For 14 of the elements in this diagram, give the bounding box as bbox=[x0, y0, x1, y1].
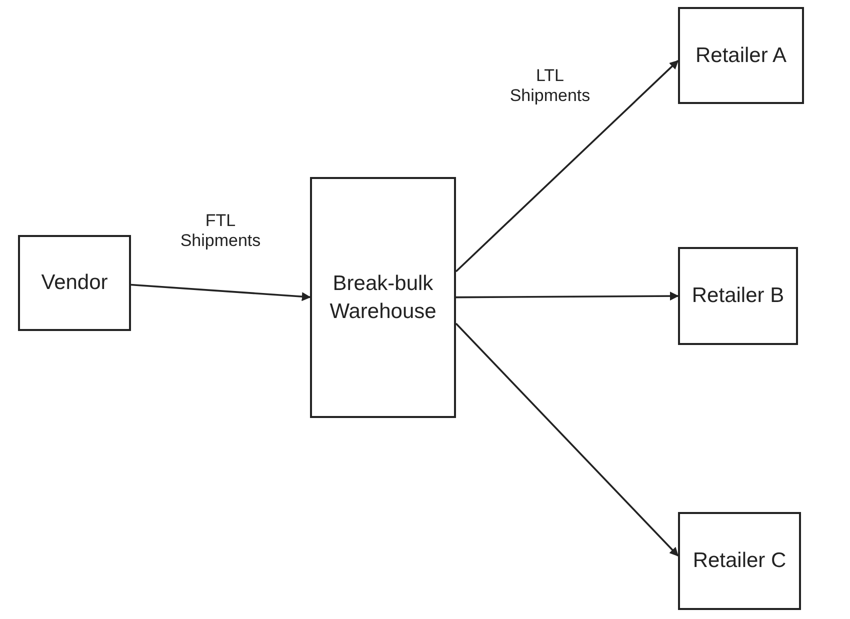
arrow bbox=[456, 292, 679, 301]
arrow bbox=[455, 60, 679, 272]
box-label: Break-bulk Warehouse bbox=[328, 271, 438, 324]
process-box bbox=[18, 235, 131, 331]
process-box bbox=[678, 247, 798, 345]
box-label: Vendor bbox=[41, 270, 108, 296]
box-label: Retailer C bbox=[692, 548, 786, 574]
box-label: Retailer B bbox=[692, 283, 784, 310]
arrow bbox=[455, 322, 679, 556]
process-box bbox=[310, 177, 456, 418]
process-box bbox=[678, 512, 801, 610]
process-box bbox=[678, 7, 804, 104]
arrow bbox=[130, 284, 311, 302]
box-label: Retailer A bbox=[695, 42, 787, 69]
